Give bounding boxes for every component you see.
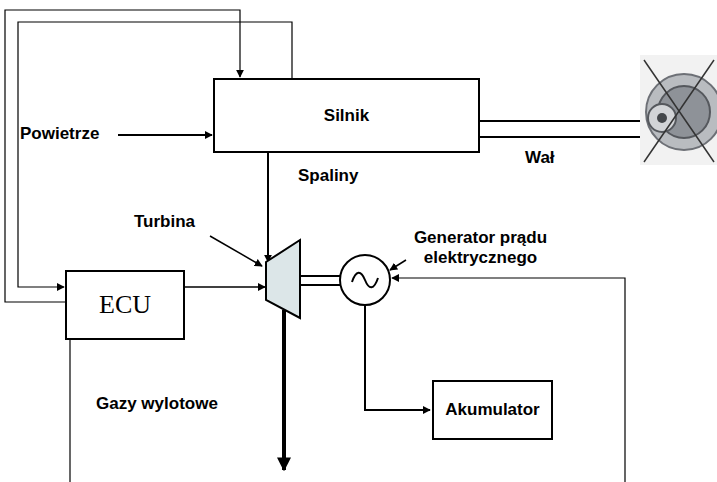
box-text: ECU — [99, 290, 151, 320]
battery-box: Akumulator — [432, 380, 553, 440]
shaft-label: Wał — [525, 148, 555, 168]
exhaust-label: Spaliny — [298, 166, 358, 186]
turbine-symbol — [266, 240, 300, 318]
shaft-line — [480, 120, 642, 122]
generator-symbol — [340, 255, 390, 305]
ecu-box: ECU — [65, 270, 185, 340]
exhaust-out-label: Gazy wylotowe — [96, 394, 218, 414]
box-text: Silnik — [324, 106, 369, 126]
control-wire — [69, 340, 70, 482]
engine-box: Silnik — [213, 78, 480, 153]
exhaust-out-arrow — [282, 310, 286, 470]
box-text: Akumulator — [445, 400, 539, 420]
air-arrow — [118, 134, 212, 136]
alternator-picture — [640, 55, 717, 165]
signal-connector — [18, 22, 292, 287]
signal-connector — [5, 10, 240, 302]
turbine-shaft — [300, 275, 340, 277]
shaft-line — [480, 136, 642, 138]
air-label: Powietrze — [20, 124, 99, 144]
turbine-shaft — [300, 284, 340, 286]
exhaust-arrow — [267, 153, 269, 262]
leader-arrow — [210, 236, 262, 266]
turbine-label: Turbina — [134, 212, 195, 232]
power-wire — [365, 305, 430, 410]
control-wire — [185, 286, 265, 288]
generator-label: Generator prądu elektrycznego — [398, 228, 563, 269]
control-wire — [392, 278, 625, 482]
sine-symbol — [352, 273, 378, 288]
leader-arrow — [390, 260, 406, 270]
